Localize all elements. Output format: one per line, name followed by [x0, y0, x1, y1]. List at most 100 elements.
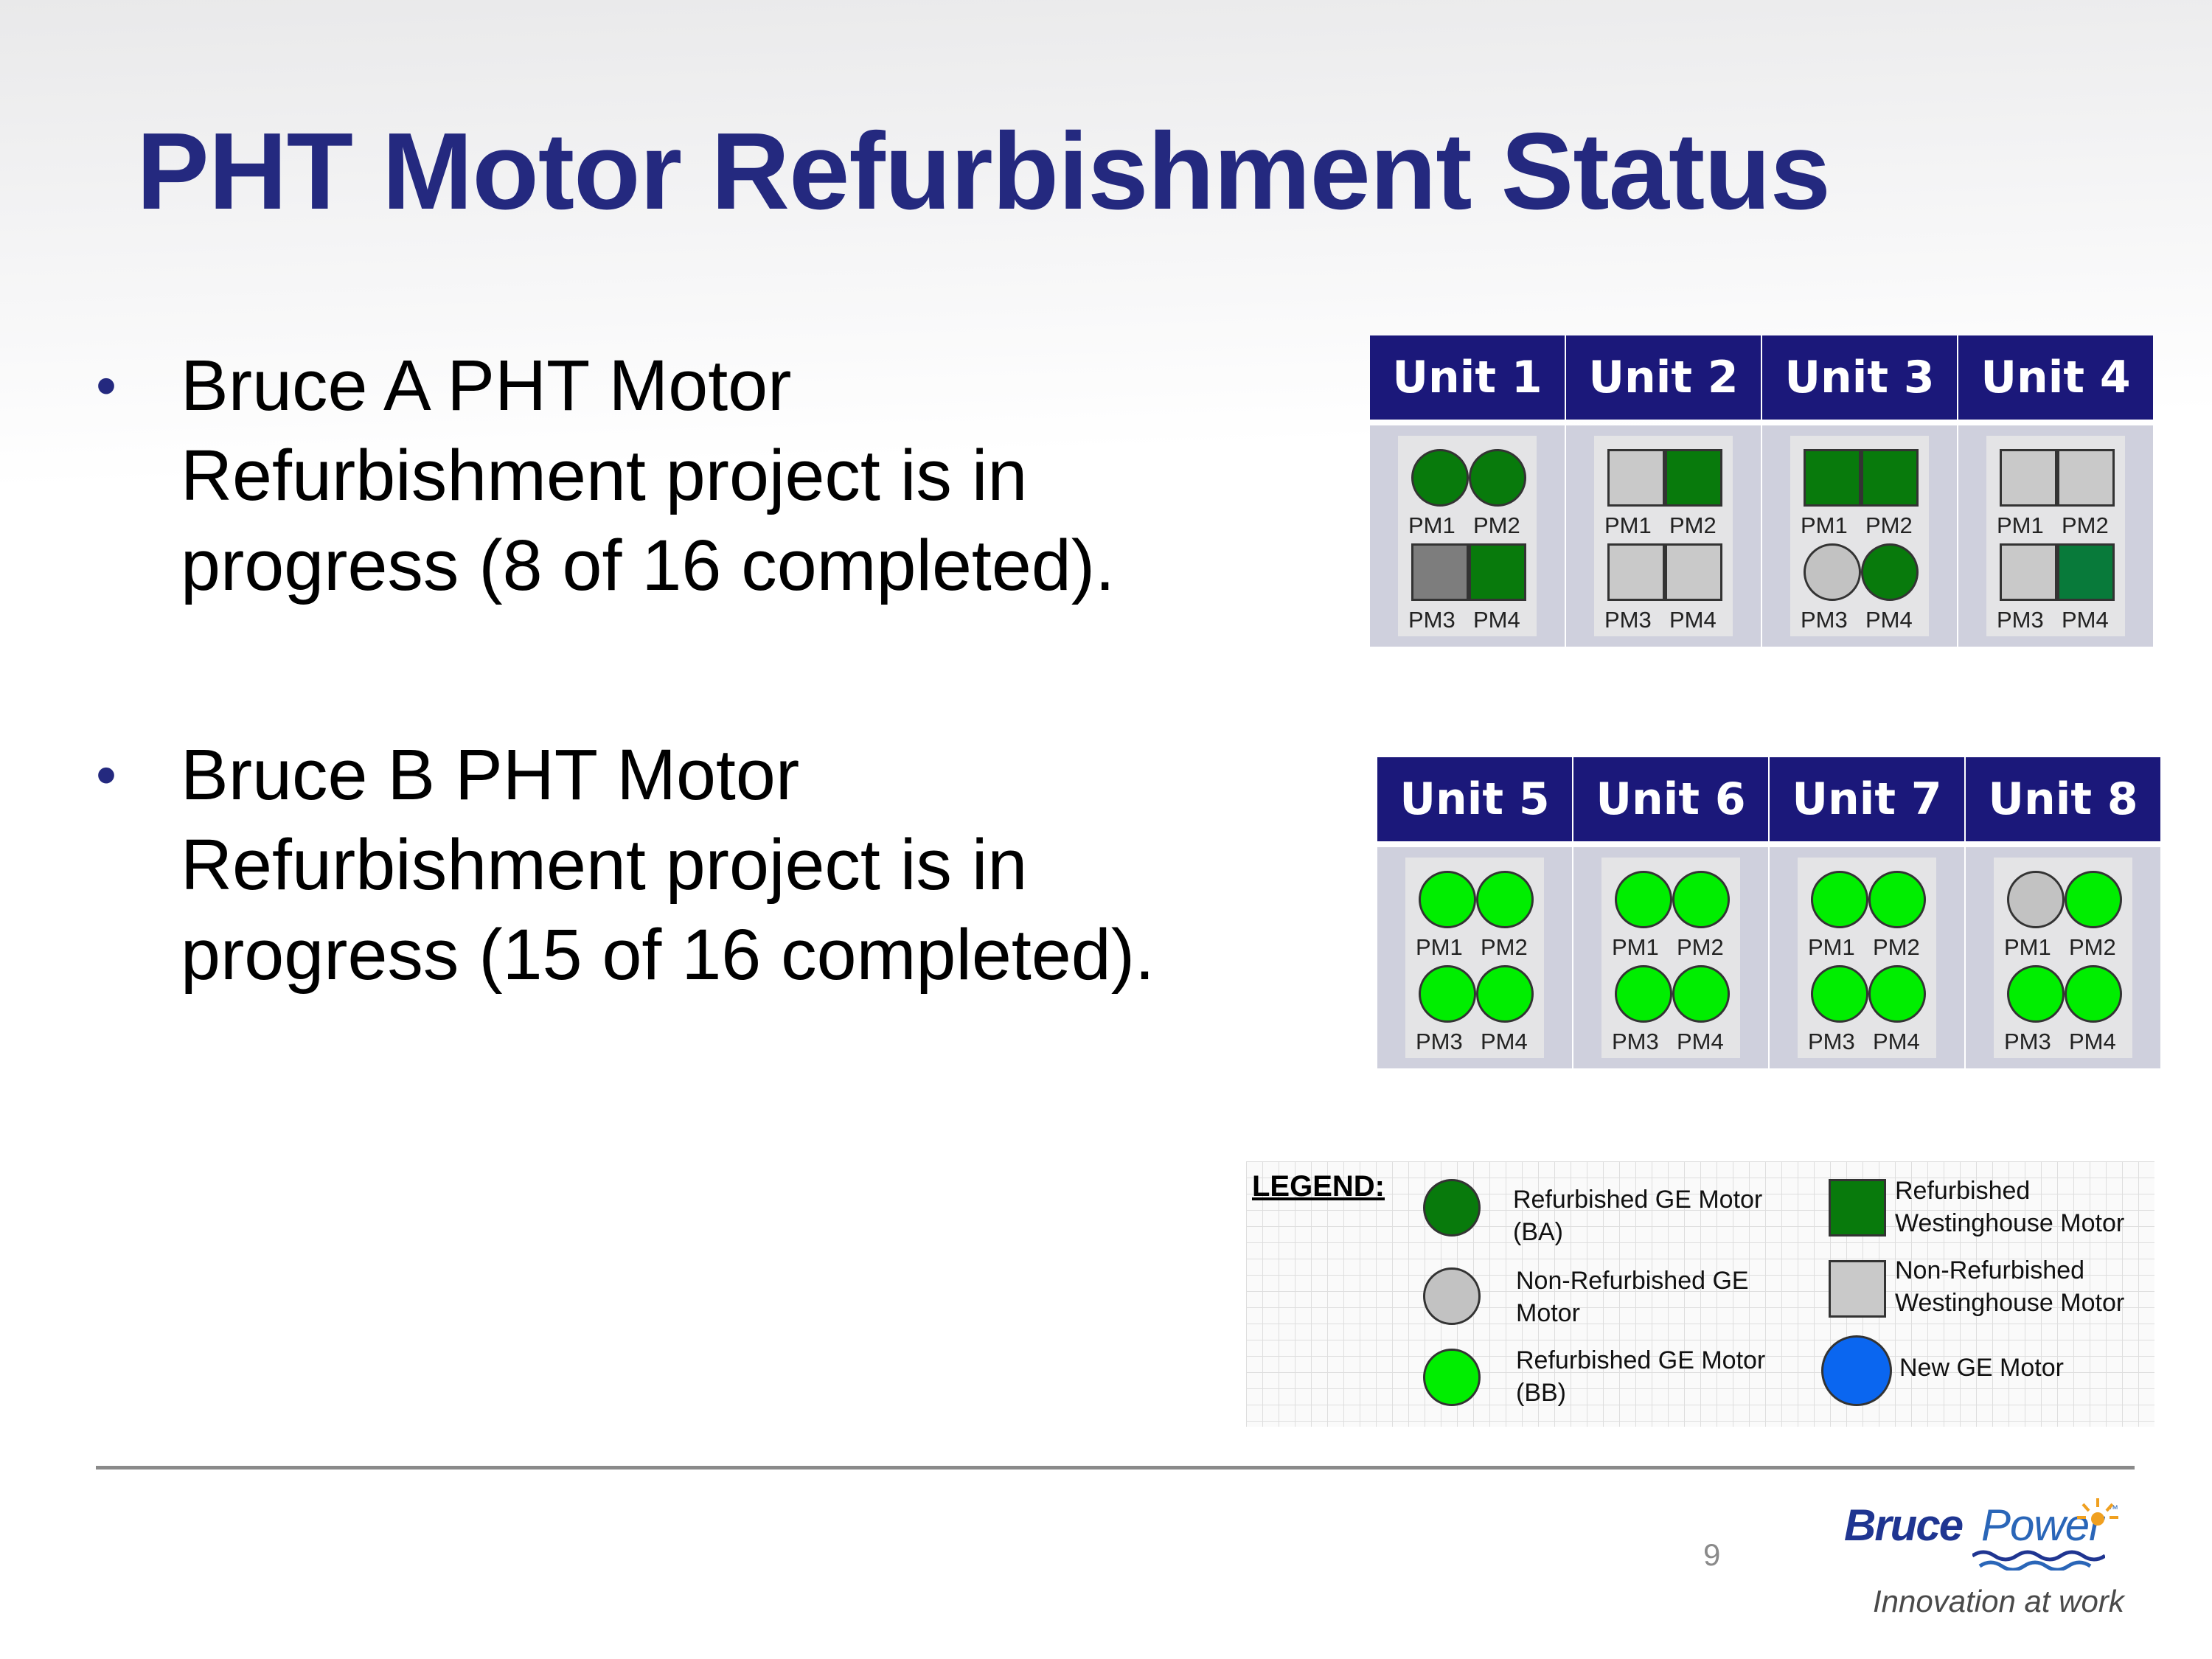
westinghouse-motor-icon	[1804, 449, 1861, 507]
westinghouse-motor-icon	[2000, 449, 2057, 507]
westinghouse-motor-icon	[1665, 449, 1722, 507]
pump-motor-label: PM2	[1669, 512, 1717, 538]
ge-motor-icon	[1868, 965, 1926, 1023]
westinghouse-motor-icon	[1665, 543, 1722, 601]
sun-icon	[2077, 1498, 2118, 1526]
wave-icon	[1972, 1550, 2105, 1571]
ge-motor-icon	[2065, 871, 2122, 928]
pump-motor-label: PM4	[1481, 1029, 1528, 1054]
ge-motor-icon	[1868, 871, 1926, 928]
pump-motor-label: PM2	[2069, 934, 2116, 960]
westinghouse-motor-icon	[2057, 449, 2115, 507]
pump-motor-label: PM3	[1612, 1029, 1659, 1054]
pump-motor-label: PM2	[1677, 934, 1724, 960]
unit-header: Unit 7	[1770, 757, 1964, 841]
bullet-line: Bruce B PHT Motor	[181, 734, 800, 815]
ge-motor-icon	[1615, 871, 1672, 928]
pump-motor-label: PM2	[2062, 512, 2109, 538]
bullet-bruce-b: • Bruce B PHT Motor Refurbishment projec…	[96, 730, 1246, 1000]
page-number: 9	[1703, 1537, 1721, 1572]
ge-motor-icon	[2007, 965, 2065, 1023]
ge-motor-icon	[1672, 965, 1730, 1023]
bullet-dot: •	[96, 352, 117, 418]
legend: LEGEND: Refurbished GE Motor(BA) Non-Refu…	[1246, 1161, 2154, 1427]
bullet-bruce-a: • Bruce A PHT Motor Refurbishment projec…	[96, 341, 1246, 611]
bullet-line: progress (8 of 16 completed).	[181, 525, 1116, 605]
bullet-line: progress (15 of 16 completed).	[181, 914, 1155, 995]
pump-motor-label: PM3	[1604, 607, 1652, 633]
westinghouse-motor-icon	[1861, 449, 1919, 507]
pump-motor-label: PM1	[1416, 934, 1463, 960]
pump-motor-label: PM4	[1473, 607, 1520, 633]
ge-motor-icon	[1476, 871, 1534, 928]
ge-motor-icon	[1411, 449, 1469, 507]
pump-motor-label: PM2	[1481, 934, 1528, 960]
ge-motor-icon	[1476, 965, 1534, 1023]
pump-motor-label: PM4	[2069, 1029, 2116, 1054]
ge-motor-icon	[1419, 965, 1476, 1023]
pump-motor-label: PM2	[1865, 512, 1913, 538]
unit-header: Unit 4	[1958, 335, 2153, 420]
bullet-dot: •	[96, 742, 117, 807]
pump-motor-label: PM1	[1808, 934, 1855, 960]
bullet-line: Refurbishment project is in	[181, 824, 1028, 905]
westinghouse-motor-icon	[2000, 543, 2057, 601]
logo-tagline: Innovation at work	[1873, 1584, 2124, 1618]
pump-motor-label: PM4	[1865, 607, 1913, 633]
bruce-power-logo: Bruce Power ™	[1840, 1497, 2135, 1571]
logo-bruce-text: Bruce	[1844, 1500, 1964, 1550]
pump-motor-label: PM1	[1604, 512, 1652, 538]
legend-symbol-icon	[1423, 1267, 1481, 1325]
unit-header: Unit 3	[1762, 335, 1957, 420]
ge-motor-icon	[1469, 449, 1526, 507]
bullet-line: Bruce A PHT Motor	[181, 345, 792, 425]
unit-header: Unit 5	[1377, 757, 1572, 841]
westinghouse-motor-icon	[1411, 543, 1469, 601]
westinghouse-motor-icon	[1469, 543, 1526, 601]
pump-motor-label: PM3	[2004, 1029, 2051, 1054]
unit-header: Unit 6	[1573, 757, 1768, 841]
legend-symbol-icon	[1423, 1349, 1481, 1406]
footer-divider	[96, 1466, 2135, 1470]
legend-label: Refurbished GE Motor(BA)	[1513, 1186, 1763, 1246]
pump-motor-label: PM1	[1997, 512, 2044, 538]
pump-motor-label: PM2	[1873, 934, 1920, 960]
ge-motor-icon	[1811, 871, 1868, 928]
pump-motor-label: PM3	[1808, 1029, 1855, 1054]
ge-motor-icon	[1811, 965, 1868, 1023]
ge-motor-icon	[1804, 543, 1861, 601]
westinghouse-motor-icon	[1607, 543, 1665, 601]
legend-symbol-icon	[1829, 1179, 1886, 1237]
legend-heading: LEGEND:	[1252, 1170, 1385, 1203]
unit-header: Unit 1	[1370, 335, 1565, 420]
bullet-line: Refurbishment project is in	[181, 435, 1028, 515]
logo-power-text: Power	[1981, 1500, 2104, 1550]
pump-motor-label: PM3	[1997, 607, 2044, 633]
pump-motor-label: PM3	[1408, 607, 1455, 633]
pump-motor-label: PM4	[1669, 607, 1717, 633]
westinghouse-motor-icon	[1607, 449, 1665, 507]
unit-header: Unit 2	[1566, 335, 1761, 420]
ge-motor-icon	[2065, 965, 2122, 1023]
pump-motor-label: PM1	[1408, 512, 1455, 538]
ge-motor-icon	[1861, 543, 1919, 601]
pump-motor-label: PM1	[1801, 512, 1848, 538]
pump-motor-label: PM3	[1416, 1029, 1463, 1054]
pump-motor-label: PM1	[2004, 934, 2051, 960]
ge-motor-icon	[1615, 965, 1672, 1023]
westinghouse-motor-icon	[2057, 543, 2115, 601]
